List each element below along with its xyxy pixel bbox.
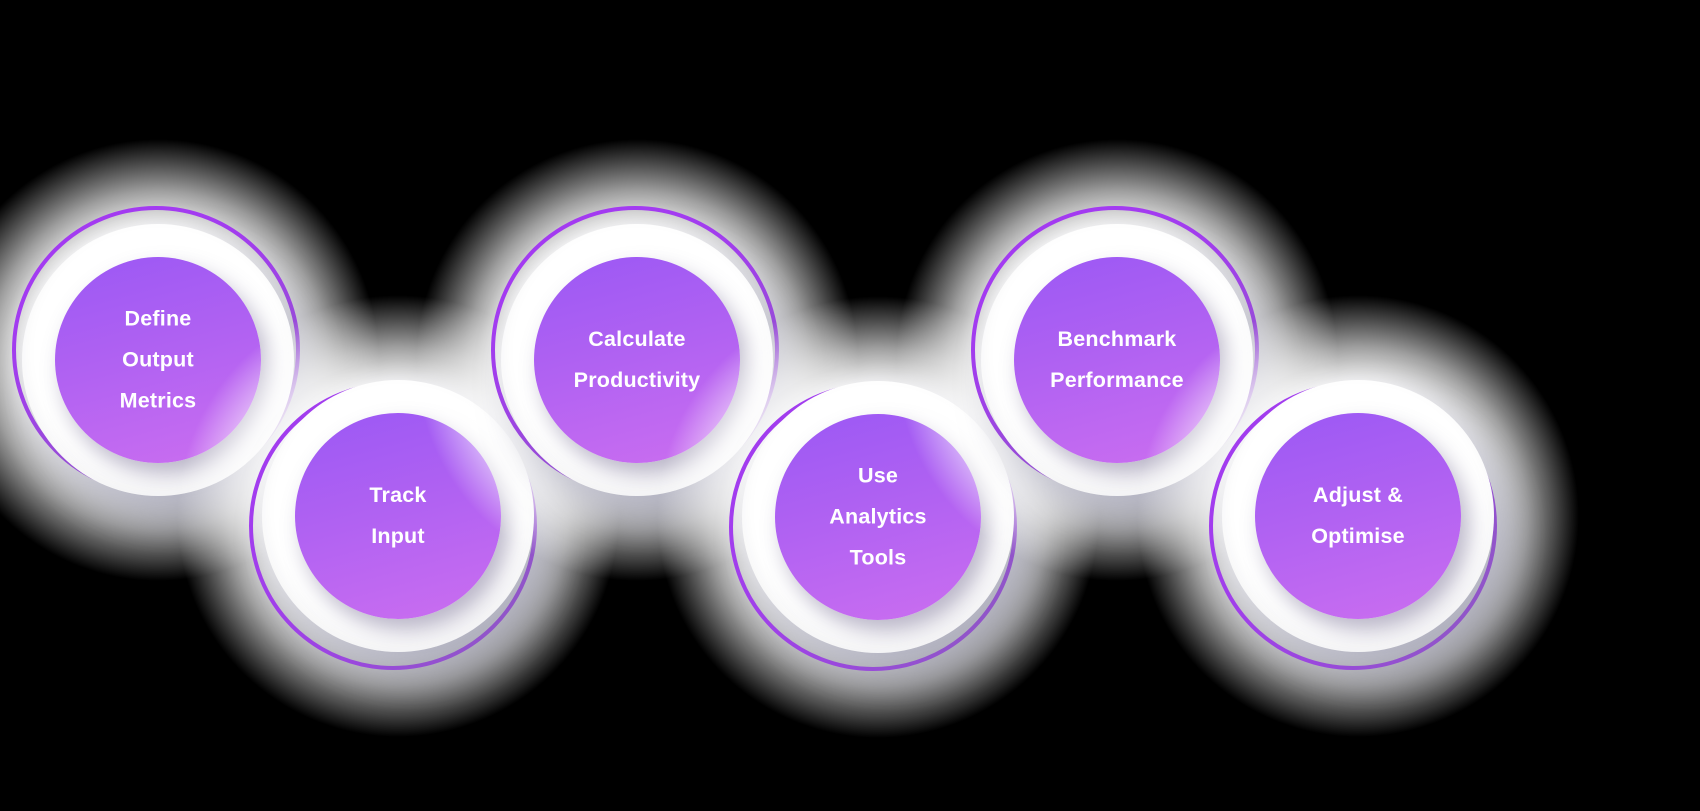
step-label-line: Define (124, 306, 192, 331)
step-adjust-optimise: Adjust & Optimise (1123, 281, 1593, 751)
step-label-line: Track (369, 483, 427, 507)
step-label: Track Input (293, 475, 503, 557)
step-label-line: Input (371, 524, 425, 548)
step-label-line: Benchmark (1057, 327, 1177, 351)
step-circle-inner (1255, 413, 1461, 619)
step-label-line: Productivity (573, 368, 701, 392)
step-label-line: Tools (849, 545, 907, 570)
step-label-line: Output (122, 347, 194, 372)
step-label: Define Output Metrics (53, 299, 263, 422)
step-label-line: Optimise (1311, 524, 1405, 548)
step-label-line: Adjust & (1313, 483, 1403, 507)
step-label-line: Use (857, 463, 899, 488)
step-label: Calculate Productivity (532, 319, 742, 401)
step-label-line: Analytics (829, 504, 927, 529)
step-label: Use Analytics Tools (773, 456, 983, 579)
step-label-line: Metrics (119, 388, 197, 413)
step-calculate-productivity: Calculate Productivity (402, 125, 872, 595)
step-label-line: Calculate (588, 327, 686, 351)
step-label: Adjust & Optimise (1253, 475, 1463, 557)
